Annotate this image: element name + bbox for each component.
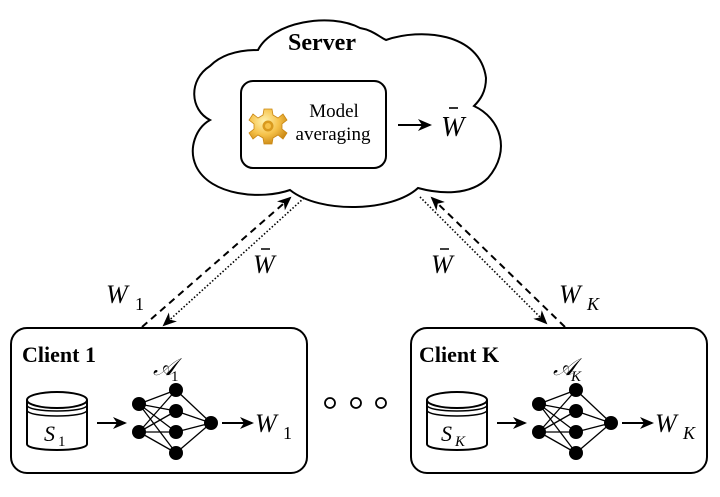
nn-edge	[538, 403, 577, 433]
nn-edge	[538, 389, 577, 433]
nn-node	[169, 404, 183, 418]
model-averaging-box	[240, 80, 387, 169]
neural-network-icon	[132, 383, 218, 460]
svg-text:1: 1	[283, 423, 292, 443]
nn-edge	[175, 422, 212, 454]
client-1: Client 1 S 1 𝒜 1 W 1	[10, 327, 308, 474]
nn-node	[132, 425, 146, 439]
svg-text:S: S	[441, 421, 452, 446]
dataset-label-client1: S 1	[44, 421, 66, 450]
upload-arrow-client1	[141, 196, 292, 328]
nn-node	[569, 383, 583, 397]
download-arrow-clientK	[419, 196, 548, 325]
client-k: Client K S K 𝒜 K W K	[410, 327, 708, 474]
nn-edge	[138, 410, 177, 433]
svg-text:K: K	[682, 423, 696, 443]
nn-node	[132, 397, 146, 411]
upload-label-clientK: W K	[559, 280, 600, 314]
weights-label-client1: W 1	[255, 409, 292, 443]
nn-edge	[175, 389, 212, 424]
nn-edge	[138, 403, 177, 454]
nn-node	[569, 446, 583, 460]
svg-text:W: W	[253, 250, 277, 279]
nn-node	[569, 404, 583, 418]
server-output-symbol: W	[441, 112, 467, 143]
upload-arrow-clientK	[430, 196, 566, 328]
nn-node	[569, 425, 583, 439]
svg-text:1: 1	[135, 294, 144, 314]
nn-edge	[538, 403, 577, 454]
nn-node	[169, 383, 183, 397]
weights-label-clientK: W K	[655, 409, 696, 443]
server-title: Server	[288, 30, 356, 56]
nn-node	[604, 416, 618, 430]
model-averaging-line1: Model	[309, 101, 359, 122]
download-label-client1: W	[253, 248, 277, 279]
dataset-label-clientK: S K	[441, 421, 466, 450]
right-link: W W K	[419, 196, 600, 328]
svg-text:W: W	[559, 280, 583, 309]
svg-text:W: W	[431, 250, 455, 279]
svg-text:K: K	[454, 434, 466, 450]
svg-text:1: 1	[171, 369, 179, 385]
svg-text:1: 1	[58, 434, 66, 450]
model-averaging-line2: averaging	[296, 124, 371, 145]
svg-text:W: W	[106, 280, 130, 309]
server-cloud: Server Model averaging W	[191, 19, 502, 209]
upload-label-client1: W 1	[106, 280, 144, 314]
svg-text:W: W	[655, 409, 679, 438]
download-arrow-client1	[162, 197, 305, 327]
download-label-clientK: W	[431, 248, 455, 279]
svg-text:S: S	[44, 421, 55, 446]
nn-edge	[138, 431, 177, 454]
nn-node	[169, 425, 183, 439]
client-k-title: Client K	[419, 342, 499, 367]
nn-edge	[538, 431, 577, 454]
neural-network-icon	[532, 383, 618, 460]
left-link: W 1 W	[106, 196, 305, 328]
nn-node	[532, 425, 546, 439]
nn-edge	[138, 403, 177, 433]
gear-icon	[248, 108, 288, 145]
svg-text:W: W	[255, 409, 279, 438]
nn-edge	[575, 389, 612, 424]
nn-node	[169, 446, 183, 460]
nn-edge	[138, 389, 177, 433]
dataset-cylinder-icon	[426, 391, 488, 451]
svg-text:K: K	[570, 369, 582, 385]
more-clients-ellipsis	[324, 397, 387, 409]
nn-edge	[575, 422, 612, 454]
client-1-title: Client 1	[22, 342, 96, 367]
dataset-cylinder-icon	[26, 391, 88, 451]
svg-text:K: K	[586, 294, 600, 314]
nn-node	[204, 416, 218, 430]
nn-edge	[538, 410, 577, 433]
nn-node	[532, 397, 546, 411]
